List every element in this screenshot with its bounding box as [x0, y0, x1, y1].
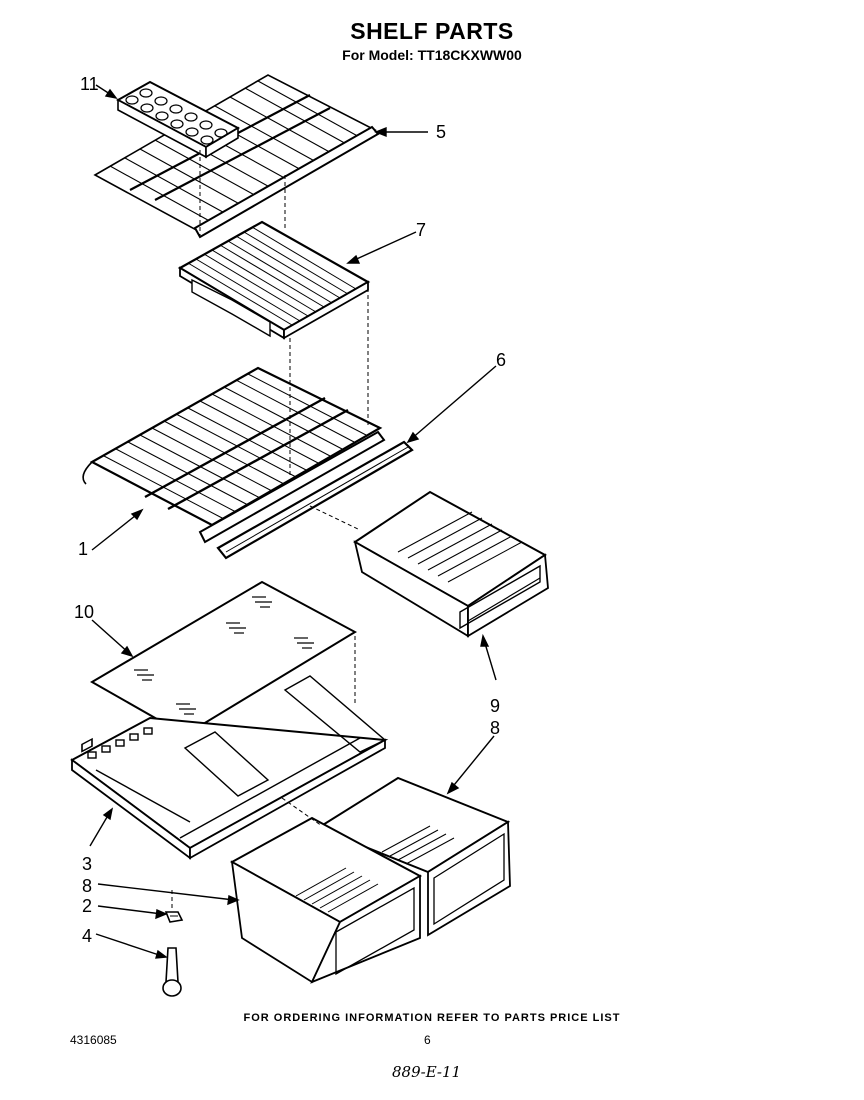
callout-10: 10: [74, 602, 94, 622]
model-line: For Model: TT18CKXWW00: [342, 47, 522, 63]
callout-7: 7: [416, 220, 426, 240]
callout-5: 5: [436, 122, 446, 142]
callout-8-right: 8: [490, 718, 500, 738]
document-number: 4316085: [70, 1033, 117, 1047]
callout-3: 3: [82, 854, 92, 874]
glass-shelf: [90, 580, 358, 737]
leveling-screw: [164, 911, 184, 923]
callout-4: 4: [82, 926, 92, 946]
main-wire-shelf: [82, 366, 386, 544]
callout-11: 11: [80, 74, 99, 94]
upper-crisper-pan: [353, 490, 549, 638]
page-title: SHELF PARTS: [350, 18, 514, 44]
small-shelf-assembly: [177, 220, 371, 340]
ordering-note: FOR ORDERING INFORMATION REFER TO PARTS …: [243, 1012, 621, 1024]
lower-crisper-pan-right: [315, 776, 511, 937]
leader-lines: [89, 84, 497, 959]
crisper-cover-frame: [70, 675, 389, 860]
ice-cube-tray: [115, 80, 241, 159]
callout-6: 6: [496, 350, 506, 370]
page-number: 6: [424, 1033, 431, 1047]
callout-9: 9: [490, 696, 500, 716]
freezer-wire-shelf: [93, 74, 380, 239]
handwritten-code: 889-E-11: [392, 1063, 462, 1081]
callout-2: 2: [82, 896, 92, 916]
callout-8-left: 8: [82, 876, 92, 896]
leveling-leg: [162, 947, 182, 997]
callout-1: 1: [78, 539, 88, 559]
shelf-trim: [216, 440, 414, 560]
lower-crisper-pan-left: [229, 816, 423, 984]
alignment-lines: [171, 150, 369, 908]
